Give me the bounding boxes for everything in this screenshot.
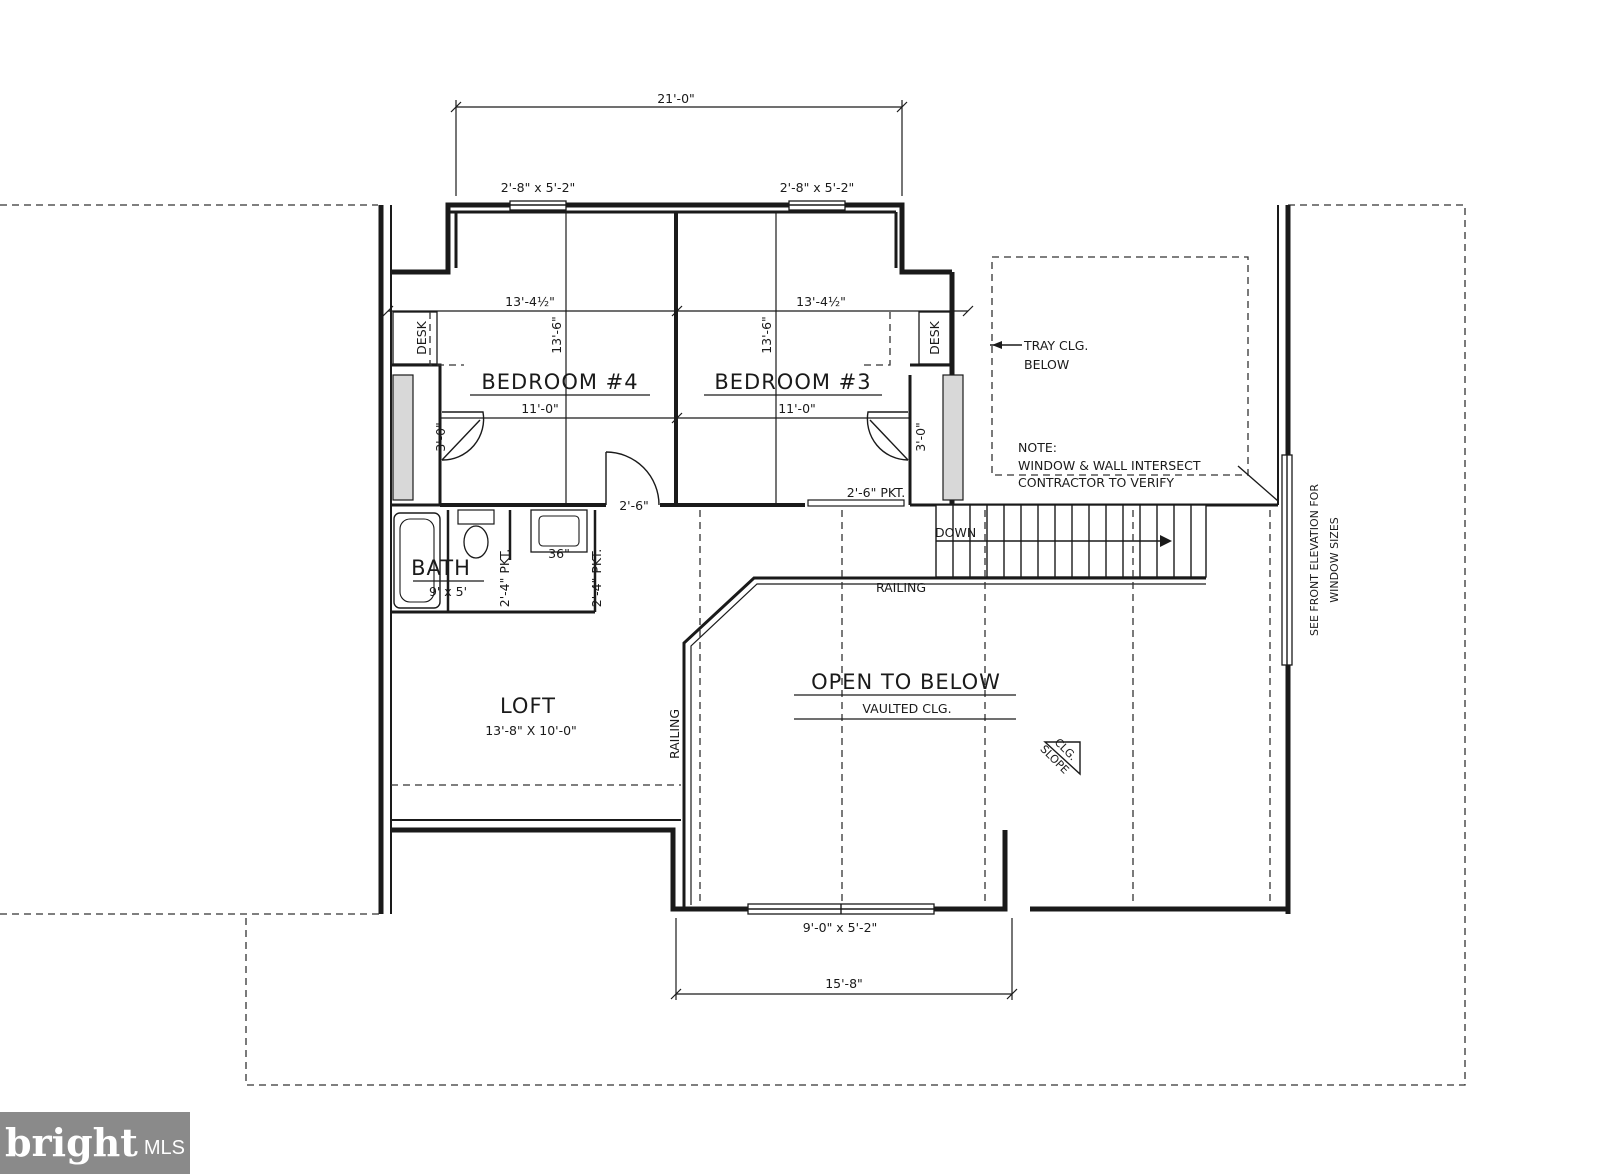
bath-fixtures: [393, 509, 588, 609]
label-desk-left: DESK: [414, 320, 429, 354]
dim-overall-width: 21'-0": [657, 91, 695, 106]
railing: [682, 576, 1206, 909]
logo-suffix: MLS: [143, 1137, 185, 1159]
note-leader: [1237, 465, 1279, 502]
dimension-text: 21'-0" 2'-8" x 5'-2" 2'-8" x 5'-2" 13'-4…: [433, 91, 928, 991]
room-bedroom4: BEDROOM #4: [481, 370, 638, 394]
bright-mls-logo: bright MLS: [0, 1112, 190, 1174]
closet-shelves: [392, 374, 964, 501]
dim-closet-left: 3'-0": [433, 422, 448, 452]
dimension-lines: [382, 100, 1018, 1000]
top-windows: [509, 200, 1293, 915]
clg-slope-marker: [1043, 741, 1081, 776]
label-note-line2: CONTRACTOR TO VERIFY: [1018, 475, 1174, 490]
label-elevation-1: SEE FRONT ELEVATION FOR: [1308, 484, 1321, 636]
roof-outline: [0, 204, 1466, 1086]
logo-brand: bright: [5, 1120, 138, 1165]
vault-lines: [391, 510, 1271, 905]
tray-ceiling: [990, 256, 1249, 476]
dim-pkt-vanity: 2'-4" PKT.: [589, 549, 604, 607]
bedroom3-pocket-door: [807, 499, 905, 507]
label-elevation-2: WINDOW SIZES: [1328, 517, 1341, 603]
closet-doors: [441, 411, 909, 461]
dim-closet-right: 3'-0": [913, 422, 928, 452]
dim-door-bed4: 2'-6": [619, 498, 649, 513]
label-tray-line1: TRAY CLG.: [1023, 338, 1088, 353]
room-bath-size: 9' x 5': [429, 584, 467, 599]
label-desk-right: DESK: [927, 320, 942, 354]
desks: [392, 311, 951, 365]
dim-pkt-toilet: 2'-4" PKT.: [497, 549, 512, 607]
room-bedroom3: BEDROOM #3: [714, 370, 871, 394]
room-bath: BATH: [411, 556, 471, 580]
room-loft: LOFT: [500, 694, 556, 718]
dim-vanity: 36": [548, 546, 570, 561]
dim-bed4-inner: 11'-0": [521, 401, 559, 416]
label-railing-top: RAILING: [876, 580, 926, 595]
dim-bed4-width: 13'-4½": [505, 294, 555, 309]
dim-window-left: 2'-8" x 5'-2": [501, 180, 576, 195]
label-tray-line2: BELOW: [1024, 357, 1069, 372]
dim-bed3-inner: 11'-0": [778, 401, 816, 416]
dim-bed3-width: 13'-4½": [796, 294, 846, 309]
label-railing-side: RAILING: [667, 709, 682, 759]
room-open-to-below: OPEN TO BELOW: [811, 670, 1001, 694]
bedroom-dashes: [429, 312, 891, 366]
dim-pocket-bed3: 2'-6" PKT.: [847, 485, 905, 500]
stairs: [935, 504, 1207, 578]
label-note-title: NOTE:: [1018, 440, 1057, 455]
room-loft-size: 13'-8" X 10'-0": [485, 723, 577, 738]
dim-bed4-depth: 13'-6": [549, 316, 564, 354]
dim-bed3-depth: 13'-6": [759, 316, 774, 354]
dim-bottom-width: 15'-8": [825, 976, 863, 991]
dim-front-window: 9'-0" x 5'-2": [803, 920, 878, 935]
room-vaulted-clg: VAULTED CLG.: [862, 701, 951, 716]
bedroom4-door: [605, 451, 660, 506]
room-labels: BEDROOM #4 BEDROOM #3 BATH 9' x 5' LOFT …: [411, 370, 1016, 738]
dim-window-right: 2'-8" x 5'-2": [780, 180, 855, 195]
label-stair-down: DOWN: [935, 525, 976, 540]
label-note-line1: WINDOW & WALL INTERSECT: [1018, 458, 1201, 473]
